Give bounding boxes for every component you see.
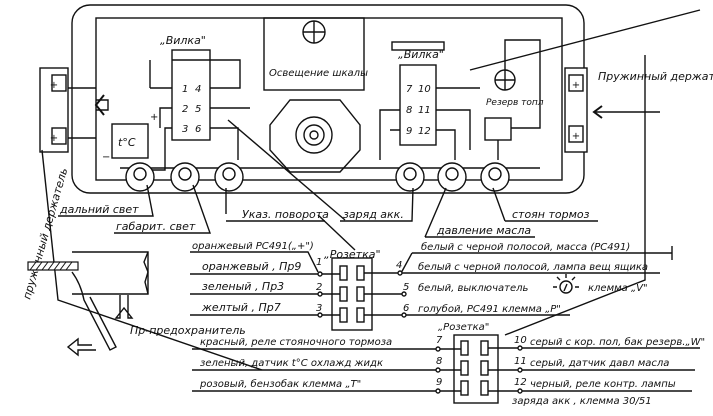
svg-text:дальний свет: дальний свет: [59, 203, 139, 216]
lamp-labels: дальний свет габарит. свет Указ. поворот…: [58, 119, 598, 251]
svg-text:9: 9: [406, 126, 412, 137]
svg-text:7: 7: [436, 335, 443, 346]
fuel-reserve-lamp: Резерв топл: [484, 39, 544, 160]
svg-text:клемма „V": клемма „V": [588, 283, 648, 294]
svg-text:желтый , Пр7: желтый , Пр7: [201, 301, 281, 314]
lamp-parking-light: [170, 162, 200, 192]
lamp-high-beam: [125, 162, 155, 192]
svg-text:10: 10: [514, 335, 527, 346]
svg-text:1: 1: [316, 257, 322, 268]
socket-1: „Розетка" оранжевый PC491(„+") оранжевый…: [190, 241, 673, 331]
svg-text:12: 12: [514, 377, 527, 388]
svg-text:зеленый, датчик t°C охлажд жид: зеленый, датчик t°C охлажд жидк: [200, 358, 383, 369]
svg-text:8: 8: [406, 105, 412, 116]
left-plug-pins: 1 4 2 5 3 6: [182, 84, 201, 135]
lamp-oil-pressure: [437, 162, 467, 192]
svg-text:3: 3: [182, 124, 188, 135]
svg-text:4: 4: [396, 260, 402, 271]
svg-text:розовый, бензобак клемма „Т": розовый, бензобак клемма „Т": [199, 378, 361, 390]
svg-text:серый, датчик давл масла: серый, датчик давл масла: [530, 358, 669, 369]
svg-text:2: 2: [316, 282, 322, 293]
svg-text:давление масла: давление масла: [436, 224, 531, 237]
fuse-label: Пр-предохранитель: [130, 324, 246, 337]
svg-text:+: +: [150, 112, 158, 123]
svg-text:6: 6: [195, 124, 201, 135]
svg-text:7: 7: [406, 84, 413, 95]
left-plug-label: „Вилка": [160, 34, 206, 47]
svg-text:серый с кор. пол, бак резерв.„: серый с кор. пол, бак резерв.„W": [530, 336, 705, 348]
scale-light: Освещение шкалы: [263, 17, 368, 173]
lamp-battery-charge: [395, 162, 425, 192]
svg-text:3: 3: [316, 303, 322, 314]
svg-text:Указ. поворота: Указ. поворота: [242, 208, 329, 221]
svg-text:4: 4: [195, 84, 201, 95]
svg-text:габарит. свет: габарит. свет: [116, 220, 196, 233]
svg-text:6: 6: [403, 303, 409, 314]
svg-text:1: 1: [182, 84, 188, 95]
fuse-illustration: Пр-предохранитель: [27, 251, 246, 357]
svg-text:оранжевый PC491(„+"): оранжевый PC491(„+"): [192, 241, 314, 252]
svg-text:9: 9: [436, 377, 442, 388]
lamp-turn-signal: [214, 162, 244, 192]
temperature-gauge: t°C + −: [102, 112, 158, 163]
svg-text:белый с черной полосой, лампа: белый с черной полосой, лампа вещ ящика: [418, 261, 648, 273]
svg-text:заряд акк.: заряд акк.: [343, 208, 404, 221]
socket-2-right-wires: 10 серый с кор. пол, бак резерв.„W" 11 с…: [488, 335, 705, 407]
right-spring-holder: + + Пружинный держатель: [469, 9, 713, 153]
svg-text:2: 2: [182, 104, 188, 115]
svg-text:+: +: [572, 80, 580, 91]
svg-text:белый с черной полосой, масса: белый с черной полосой, масса (PC491): [421, 241, 630, 253]
svg-text:красный, реле стояночного торм: красный, реле стояночного тормоза: [200, 337, 392, 348]
svg-text:белый, выключатель: белый, выключатель: [418, 282, 529, 294]
svg-text:5: 5: [195, 104, 201, 115]
switch-icon: [553, 274, 579, 294]
socket-1-left-wires: оранжевый , Пр9 1 зеленый , Пр3 2 желтый…: [190, 257, 340, 318]
svg-text:10: 10: [418, 84, 431, 95]
svg-text:5: 5: [403, 282, 409, 293]
svg-text:оранжевый , Пр9: оранжевый , Пр9: [202, 260, 301, 273]
svg-text:11: 11: [418, 105, 431, 116]
svg-text:черный, реле контр. лампы: черный, реле контр. лампы: [530, 379, 676, 390]
lamp-parking-brake: [480, 162, 510, 192]
svg-text:заряда акк , клемма 30/51: заряда акк , клемма 30/51: [512, 396, 652, 407]
svg-text:+: +: [50, 133, 58, 144]
right-plug-label: „Вилка": [398, 48, 444, 61]
svg-text:голубой, PC491 клемма „P": голубой, PC491 клемма „P": [418, 303, 561, 315]
indicator-lamps: [120, 162, 540, 192]
svg-text:t°C: t°C: [118, 136, 136, 149]
svg-text:+: +: [50, 80, 58, 91]
left-plug: „Вилка" 1 4 2 5 3 6: [140, 34, 250, 171]
svg-text:+: +: [572, 131, 580, 142]
svg-text:стоян тормоз: стоян тормоз: [512, 208, 590, 221]
socket-2-left-wires: красный, реле стояночного тормоза 7 зеле…: [192, 335, 461, 394]
svg-text:11: 11: [514, 356, 527, 367]
svg-text:зеленый , Пр3: зеленый , Пр3: [202, 280, 284, 293]
svg-text:Резерв топл: Резерв топл: [486, 98, 544, 108]
socket-2-label: „Розетка": [438, 322, 489, 333]
socket-1-right-wires: белый с черной полосой, масса (PC491) 4 …: [364, 241, 673, 318]
right-plug-pins: 7 10 8 11 9 12: [406, 84, 431, 137]
right-plug: „Вилка" 7 10 8 11 9 12: [379, 41, 480, 160]
socket-2: „Розетка" красный, реле стояночного торм…: [192, 55, 705, 407]
svg-text:8: 8: [436, 356, 442, 367]
scale-light-label: Освещение шкалы: [269, 68, 368, 79]
svg-text:−: −: [102, 152, 110, 163]
svg-text:12: 12: [418, 126, 431, 137]
spring-holder-right-label: Пружинный держатель: [598, 70, 713, 83]
